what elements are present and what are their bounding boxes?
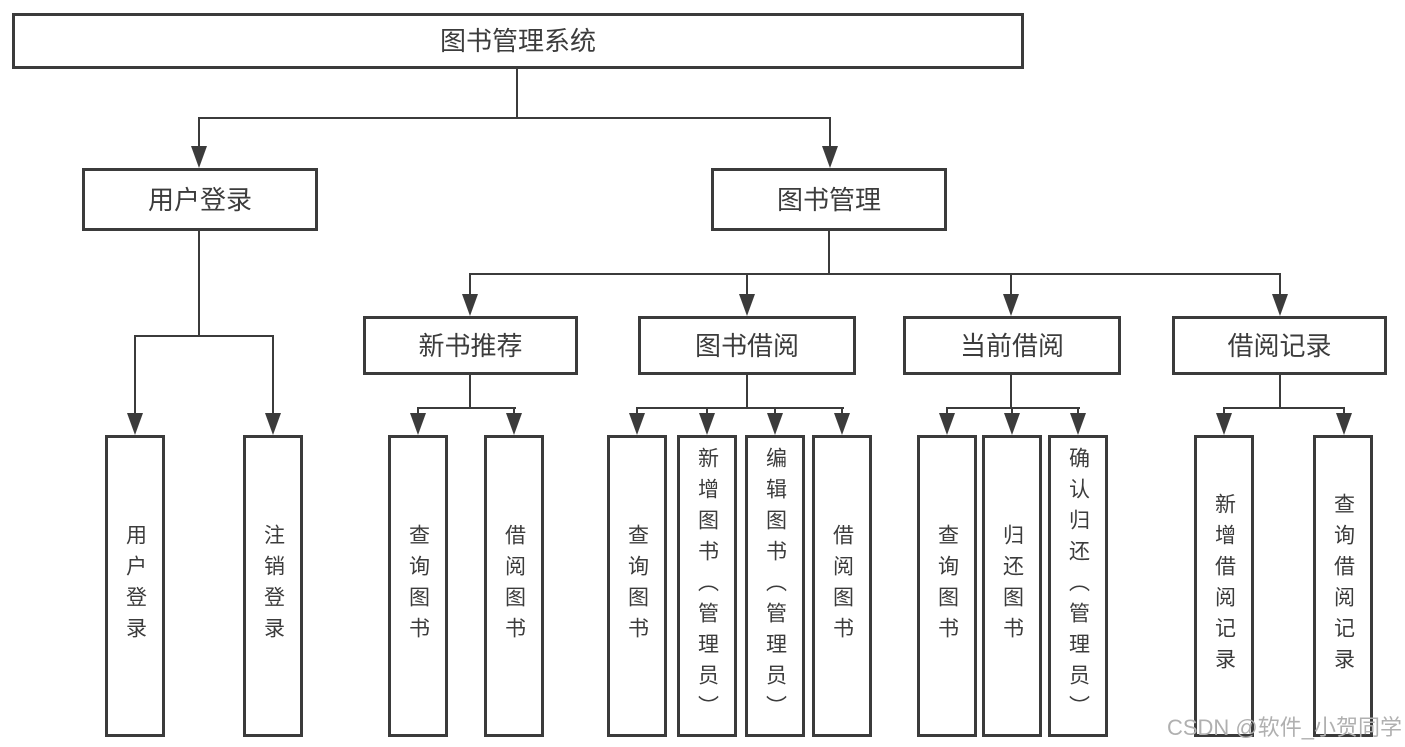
node-new-book-recommend-label: 新书推荐	[418, 330, 523, 361]
arrow-down-icon	[939, 413, 955, 435]
node-new-book-recommend: 新书推荐	[363, 316, 578, 375]
connector-line	[198, 117, 200, 150]
arrow-down-icon	[127, 413, 143, 435]
connector-line	[946, 407, 948, 417]
arrow-down-icon	[1070, 413, 1086, 435]
arrow-down-icon	[1003, 294, 1019, 316]
leaf-return-books: 归还图书	[982, 435, 1042, 737]
leaf-query-books-3-label: 查询图书	[935, 524, 959, 648]
node-user-login: 用户登录	[82, 168, 318, 231]
csdn-watermark: CSDN @软件_小贺同学	[1166, 715, 1402, 740]
connector-line	[272, 335, 274, 415]
leaf-add-book-admin-label: 新增图书（管理员）	[695, 446, 719, 726]
node-book-borrowing: 图书借阅	[638, 316, 856, 375]
connector-line	[636, 407, 844, 409]
leaf-query-books-2-label: 查询图书	[625, 524, 649, 648]
leaf-edit-book-admin: 编辑图书（管理员）	[745, 435, 805, 737]
connector-line	[1010, 273, 1012, 298]
leaf-query-borrow-record: 查询借阅记录	[1313, 435, 1373, 737]
connector-line	[417, 407, 419, 417]
connector-line	[513, 407, 515, 417]
leaf-add-borrow-record: 新增借阅记录	[1194, 435, 1254, 737]
leaf-query-borrow-record-label: 查询借阅记录	[1331, 493, 1355, 679]
leaf-logout: 注销登录	[243, 435, 303, 737]
node-current-borrowing-label: 当前借阅	[959, 330, 1064, 361]
leaf-borrow-books-1-label: 借阅图书	[502, 524, 526, 648]
connector-line	[1010, 375, 1012, 408]
node-root: 图书管理系统	[12, 13, 1024, 69]
connector-line	[774, 407, 776, 417]
arrow-down-icon	[410, 413, 426, 435]
node-borrowing-records: 借阅记录	[1172, 316, 1387, 375]
connector-line	[841, 407, 843, 417]
connector-line	[1223, 407, 1345, 409]
connector-line	[198, 231, 200, 337]
arrow-down-icon	[1336, 413, 1352, 435]
arrow-down-icon	[767, 413, 783, 435]
leaf-logout-label: 注销登录	[261, 524, 285, 648]
node-current-borrowing: 当前借阅	[903, 316, 1121, 375]
arrow-down-icon	[629, 413, 645, 435]
node-book-management-label: 图书管理	[776, 184, 881, 215]
connector-line	[946, 407, 1080, 409]
connector-line	[469, 273, 471, 298]
leaf-borrow-books-1: 借阅图书	[484, 435, 544, 737]
leaf-add-borrow-record-label: 新增借阅记录	[1212, 493, 1236, 679]
connector-line	[828, 231, 830, 275]
leaf-borrow-books-2: 借阅图书	[812, 435, 872, 737]
leaf-query-books-1-label: 查询图书	[406, 524, 430, 648]
arrow-down-icon	[1272, 294, 1288, 316]
arrow-down-icon	[265, 413, 281, 435]
arrow-down-icon	[739, 294, 755, 316]
arrow-down-icon	[506, 413, 522, 435]
connector-line	[746, 273, 748, 298]
arrow-down-icon	[834, 413, 850, 435]
connector-line	[198, 117, 831, 119]
leaf-query-books-1: 查询图书	[388, 435, 448, 737]
connector-line	[1223, 407, 1225, 417]
connector-line	[134, 335, 136, 415]
arrow-down-icon	[462, 294, 478, 316]
node-book-borrowing-label: 图书借阅	[694, 330, 799, 361]
connector-line	[1279, 273, 1281, 298]
leaf-return-books-label: 归还图书	[1000, 524, 1024, 648]
node-user-login-label: 用户登录	[147, 184, 252, 215]
arrow-down-icon	[191, 146, 207, 168]
connector-line	[469, 273, 1281, 275]
leaf-query-books-3: 查询图书	[917, 435, 977, 737]
leaf-edit-book-admin-label: 编辑图书（管理员）	[763, 446, 787, 726]
leaf-confirm-return-admin-label: 确认归还（管理员）	[1066, 446, 1090, 726]
connector-line	[829, 117, 831, 150]
connector-line	[1011, 407, 1013, 417]
node-book-management: 图书管理	[711, 168, 947, 231]
connector-line	[469, 375, 471, 408]
arrow-down-icon	[822, 146, 838, 168]
connector-line	[1343, 407, 1345, 417]
connector-line	[706, 407, 708, 417]
connector-line	[516, 69, 518, 118]
connector-line	[134, 335, 274, 337]
leaf-confirm-return-admin: 确认归还（管理员）	[1048, 435, 1108, 737]
connector-line	[746, 375, 748, 408]
node-borrowing-records-label: 借阅记录	[1227, 330, 1332, 361]
node-root-label: 图书管理系统	[439, 26, 596, 56]
connector-line	[1279, 375, 1281, 408]
arrow-down-icon	[1216, 413, 1232, 435]
leaf-query-books-2: 查询图书	[607, 435, 667, 737]
arrow-down-icon	[1004, 413, 1020, 435]
leaf-borrow-books-2-label: 借阅图书	[830, 524, 854, 648]
connector-line	[417, 407, 516, 409]
connector-line	[1077, 407, 1079, 417]
arrow-down-icon	[699, 413, 715, 435]
leaf-user-login-label: 用户登录	[123, 524, 147, 648]
leaf-add-book-admin: 新增图书（管理员）	[677, 435, 737, 737]
leaf-user-login: 用户登录	[105, 435, 165, 737]
connector-line	[636, 407, 638, 417]
